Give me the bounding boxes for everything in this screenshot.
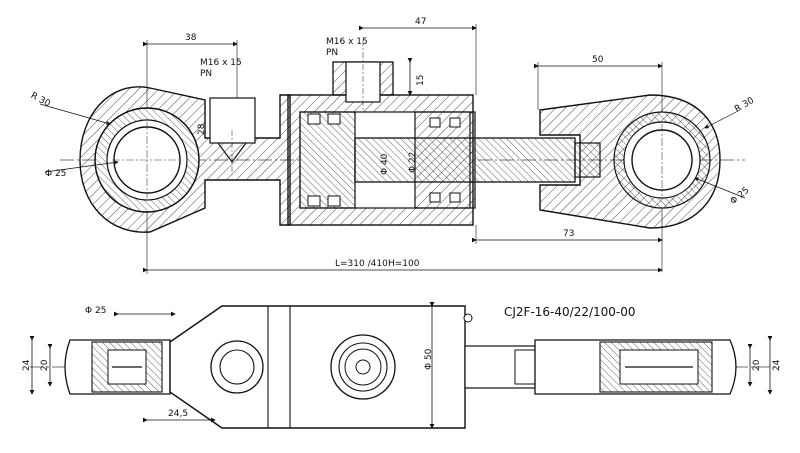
dim-diameter-left: Φ 25 <box>45 169 66 179</box>
dim-diameter-right: Φ 25 <box>729 186 752 207</box>
dim-bottom-diameter: Φ 25 <box>85 306 106 316</box>
dim-port-thread-top: M16 x 15 <box>326 37 368 47</box>
piston <box>299 111 356 209</box>
dim-28: 28 <box>197 123 207 135</box>
dim-stroke: H=100 <box>388 259 420 269</box>
dim-radius-right: R 30 <box>733 96 756 115</box>
dim-rod: Φ 22 <box>408 152 418 173</box>
dim-port-offset: 47 <box>415 17 426 27</box>
dim-24-5: 24,5 <box>168 409 188 419</box>
dim-width-left-inner: 20 <box>40 359 50 371</box>
dim-port-type-left: PN <box>200 69 212 79</box>
part-code: CJ2F-16-40/22/100-00 <box>504 305 636 319</box>
dim-port-thread-left: M16 x 15 <box>200 58 242 68</box>
dim-width-right-inner: 20 <box>752 359 762 371</box>
dim-73: 73 <box>563 229 574 239</box>
dim-port-depth: 15 <box>416 75 426 86</box>
dim-port-type-top: PN <box>326 48 338 58</box>
dim-eye-offset: 38 <box>185 33 197 43</box>
plan-view: Φ 25 Φ 50 24 20 20 24 24,5 CJ2F-16-40/22… <box>22 302 782 429</box>
dim-length: L=310 /410 <box>335 259 388 269</box>
dim-width-left-outer: 24 <box>22 359 32 371</box>
dim-barrel-diameter: Φ 50 <box>424 348 434 370</box>
dim-bore: Φ 40 <box>380 153 390 175</box>
dim-width-right-outer: 24 <box>772 359 782 371</box>
body-plan <box>169 305 466 429</box>
section-view: 38 M16 x 15 PN M16 x 15 PN 47 15 50 R 30… <box>29 17 756 274</box>
dim-rod-eye-length: 50 <box>592 55 604 65</box>
port-left <box>209 97 256 144</box>
piston-rod <box>354 137 576 183</box>
